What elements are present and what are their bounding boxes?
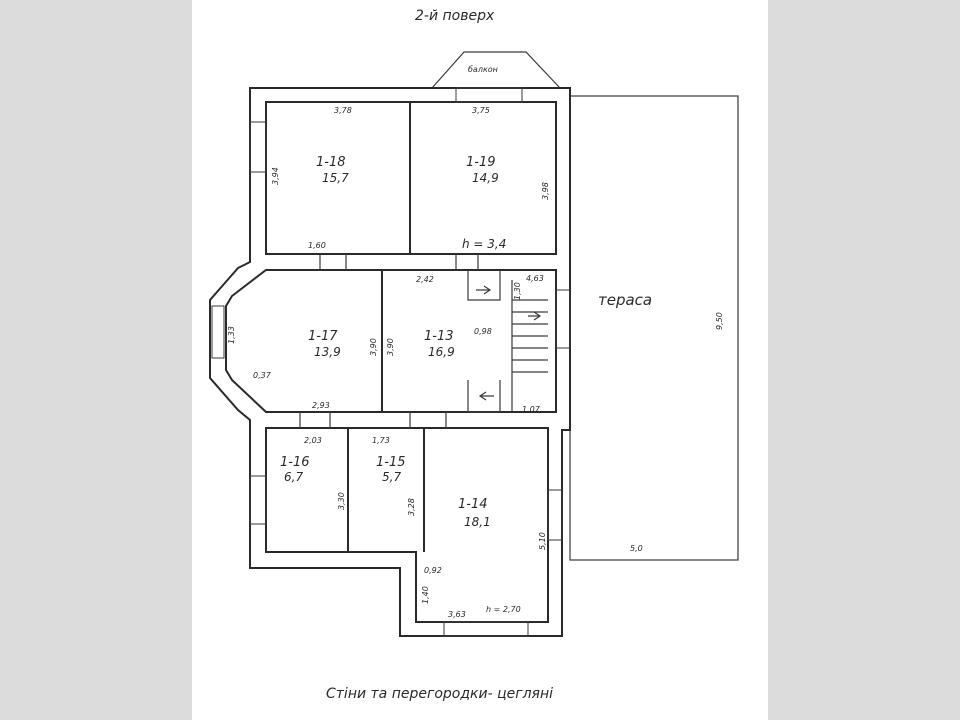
dim-1-73: 1,73 xyxy=(372,436,390,445)
dim-0-98: 0,98 xyxy=(474,327,492,336)
dim-3-28: 3,28 xyxy=(407,498,416,516)
room-1-19-area: 14,9 xyxy=(472,171,499,185)
dim-3-78: 3,78 xyxy=(334,106,352,115)
room-1-15-area: 5,7 xyxy=(382,470,401,484)
room-1-13-area: 16,9 xyxy=(428,345,455,359)
dim-terrace: 9,50 xyxy=(715,312,724,330)
dim-1-33: 1,33 xyxy=(227,326,236,344)
room-1-17-area: 13,9 xyxy=(314,345,341,359)
room-1-14-id: 1-14 xyxy=(458,497,488,512)
window-icon xyxy=(555,289,571,349)
height-lower: h = 2,70 xyxy=(486,605,521,614)
terrace-label: тераса xyxy=(598,291,652,309)
room-1-16-id: 1-16 xyxy=(280,455,310,470)
balcony-outline xyxy=(431,51,561,89)
dim-2-42: 2,42 xyxy=(416,275,434,284)
window-icon xyxy=(455,87,523,103)
dim-2-93: 2,93 xyxy=(312,401,330,410)
plan-title: 2-й поверх xyxy=(415,8,495,24)
dim-4-63: 4,63 xyxy=(526,274,544,283)
stair-steps xyxy=(511,280,548,412)
dim-3-75: 3,75 xyxy=(472,106,490,115)
stair-arrow-icon xyxy=(476,285,492,295)
dim-3-98: 3,98 xyxy=(541,182,550,200)
room-1-19-id: 1-19 xyxy=(466,155,496,170)
dim-3-63: 3,63 xyxy=(448,610,466,619)
room-1-16-area: 6,7 xyxy=(284,470,303,484)
dim-3-30: 3,30 xyxy=(337,492,346,510)
door-marks xyxy=(299,254,479,428)
height-upper: h = 3,4 xyxy=(462,237,506,251)
dim-1-07: 1,07 xyxy=(522,405,541,414)
lower-rooms-inner xyxy=(265,427,549,623)
window-icon xyxy=(249,121,267,173)
dim-1-40: 1,40 xyxy=(421,586,430,604)
dim-0-92: 0,92 xyxy=(424,566,442,575)
dim-3-90-b: 3,90 xyxy=(386,338,395,356)
window-icon xyxy=(547,489,563,541)
room-1-14-area: 18,1 xyxy=(464,515,491,529)
room-1-18-id: 1-18 xyxy=(316,155,346,170)
dim-0-37: 0,37 xyxy=(253,371,272,380)
window-icon xyxy=(443,621,529,637)
dim-1-30: 1,30 xyxy=(513,282,522,300)
outer-wall xyxy=(209,87,571,637)
dim-5-10: 5,10 xyxy=(538,532,547,550)
room-1-13-id: 1-13 xyxy=(424,329,454,344)
stair-walls xyxy=(467,270,501,413)
terrace-outline xyxy=(569,95,739,561)
window-icon xyxy=(211,305,225,359)
balcony-label: балкон xyxy=(468,65,498,74)
dim-terrace-bottom: 5,0 xyxy=(630,544,643,553)
room-1-18-area: 15,7 xyxy=(322,171,349,185)
dim-3-94: 3,94 xyxy=(271,167,280,185)
dim-3-90-a: 3,90 xyxy=(369,338,378,356)
window-icon xyxy=(249,475,267,525)
room-1-17-id: 1-17 xyxy=(308,329,338,344)
stair-arrow-icon-2 xyxy=(478,391,494,401)
dim-1-60: 1,60 xyxy=(308,241,326,250)
drawing-sheet xyxy=(192,0,768,720)
footer-note: Стіни та перегородки- цегляні xyxy=(326,686,553,702)
room-1-15-id: 1-15 xyxy=(376,455,406,470)
stair-arrow-icon-3 xyxy=(528,311,542,321)
dim-2-03: 2,03 xyxy=(304,436,322,445)
